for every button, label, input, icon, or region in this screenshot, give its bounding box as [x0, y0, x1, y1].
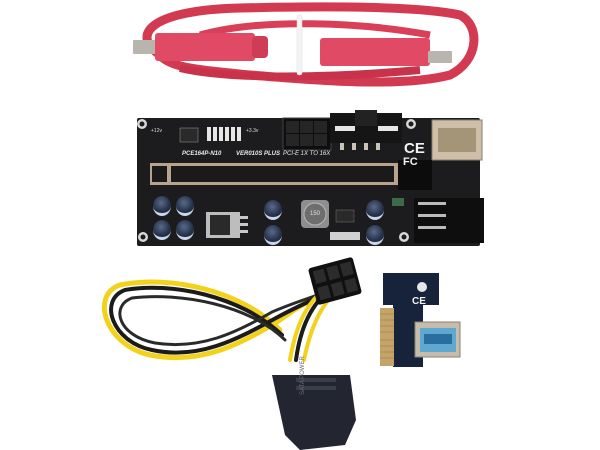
pcie-6pin-connector	[308, 257, 362, 305]
capacitor	[176, 196, 194, 216]
sata-connector	[272, 375, 356, 450]
descriptor-text: PCI-E 1X TO 16X	[283, 151, 331, 157]
version-text: VER010S PLUS	[236, 151, 281, 157]
label-12v: +12v	[151, 128, 162, 134]
model-text: PCE164P-N10	[182, 151, 222, 157]
ce-mark: CE	[404, 140, 425, 157]
capacitor	[153, 220, 171, 240]
capacitor	[264, 225, 282, 245]
usb-cable	[133, 2, 479, 87]
adapter-card	[380, 273, 461, 367]
capacitor	[176, 220, 194, 240]
capacitor	[366, 225, 384, 245]
label-33v: +3.3v	[246, 128, 259, 134]
riser-board	[137, 110, 484, 246]
adapter-ce-mark: CE	[412, 296, 426, 307]
capacitor	[366, 200, 384, 220]
inductor-label: 150	[310, 211, 321, 217]
fc-mark: FC	[403, 156, 418, 168]
power-cable	[101, 279, 340, 362]
sata-text: SATA POWER	[300, 356, 306, 395]
capacitor	[264, 200, 282, 220]
capacitor	[153, 196, 171, 216]
